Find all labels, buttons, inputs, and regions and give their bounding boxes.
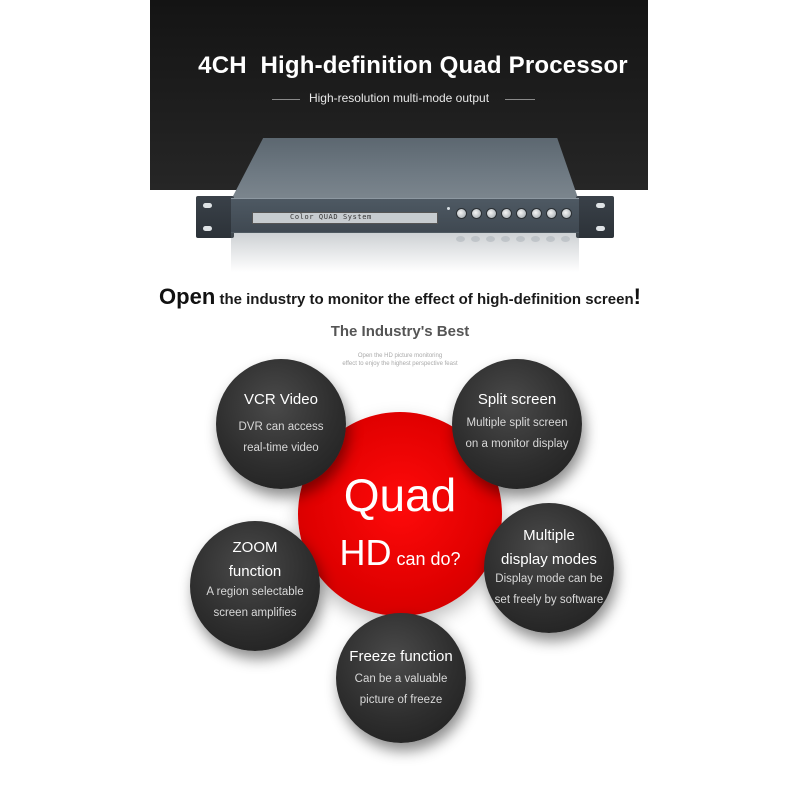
feature-title: Split screen <box>477 391 557 408</box>
feature-desc-line2: real-time video <box>243 442 319 454</box>
feature-title-line1: Multiple <box>523 527 575 544</box>
headline: Open the industry to monitor the effect … <box>0 284 800 310</box>
banner-subtitle: High-resolution multi-mode output <box>308 91 490 105</box>
center-quad-text: Quad <box>343 469 457 521</box>
feature-desc-line2: picture of freeze <box>359 694 443 706</box>
device-button-2 <box>471 208 482 219</box>
device-button-1 <box>456 208 467 219</box>
device-display-window <box>252 212 438 224</box>
center-hd-text: HD <box>339 532 392 573</box>
feature-desc-line2: set freely by software <box>494 594 604 606</box>
feature-desc-line1: Can be a valuable <box>354 673 448 685</box>
headline-text: the industry to monitor the effect of hi… <box>215 291 634 308</box>
banner-title: 4CH High-definition Quad Processor <box>198 52 628 79</box>
bracket-hole <box>596 226 605 231</box>
feature-desc-line2: on a monitor display <box>465 438 569 450</box>
reflection-button <box>456 236 465 242</box>
feature-zoom-function: ZOOM function A region selectable screen… <box>190 521 320 651</box>
feature-multiple-display-modes: Multiple display modes Display mode can … <box>484 503 614 633</box>
feature-desc-line1: Display mode can be <box>495 573 603 585</box>
rack-bracket-right <box>576 196 614 238</box>
device-button-6 <box>531 208 542 219</box>
reflection-button <box>531 236 540 242</box>
feature-title: Freeze function <box>349 648 453 665</box>
reflection-button <box>546 236 555 242</box>
feature-split-screen: Split screen Multiple split screen on a … <box>452 359 582 489</box>
device-button-5 <box>516 208 527 219</box>
headline-exclamation: ! <box>633 284 641 309</box>
feature-title-line2: display modes <box>501 551 597 568</box>
section-title: The Industry's Best <box>330 323 470 340</box>
device-button-8 <box>561 208 572 219</box>
feature-freeze-function: Freeze function Can be a valuable pictur… <box>336 613 466 743</box>
reflection-button <box>471 236 480 242</box>
device-label: Color QUAD System <box>290 213 372 221</box>
center-cando-text: can do? <box>391 549 461 569</box>
feature-title-line1: ZOOM <box>232 539 278 556</box>
section-note: Open the HD picture monitoring effect to… <box>300 352 500 368</box>
device-button-4 <box>501 208 512 219</box>
section-note-line2: effect to enjoy the highest perspective … <box>342 361 458 367</box>
feature-desc-line1: A region selectable <box>206 586 304 598</box>
subtitle-left-rule <box>272 99 300 100</box>
feature-title: VCR Video <box>244 391 318 408</box>
reflection-button <box>561 236 570 242</box>
reflection-button <box>501 236 510 242</box>
device-reflection <box>231 232 579 272</box>
power-led-icon <box>447 207 450 210</box>
device-top-panel <box>232 138 578 198</box>
headline-open: Open <box>159 284 216 309</box>
feature-title-line2: function <box>228 563 282 580</box>
center-line2: HD can do? <box>298 532 502 574</box>
section-note-line1: Open the HD picture monitoring <box>357 353 443 359</box>
subtitle-right-rule <box>505 99 535 100</box>
device-button-3 <box>486 208 497 219</box>
bracket-hole <box>203 226 212 231</box>
feature-desc-line1: DVR can access <box>238 421 324 433</box>
feature-desc-line2: screen amplifies <box>213 607 297 619</box>
feature-desc-line1: Multiple split screen <box>466 417 568 429</box>
bracket-hole <box>596 203 605 208</box>
feature-vcr-video: VCR Video DVR can access real-time video <box>216 359 346 489</box>
reflection-button <box>486 236 495 242</box>
bracket-hole <box>203 203 212 208</box>
rack-bracket-left <box>196 196 234 238</box>
device-button-7 <box>546 208 557 219</box>
reflection-button <box>516 236 525 242</box>
